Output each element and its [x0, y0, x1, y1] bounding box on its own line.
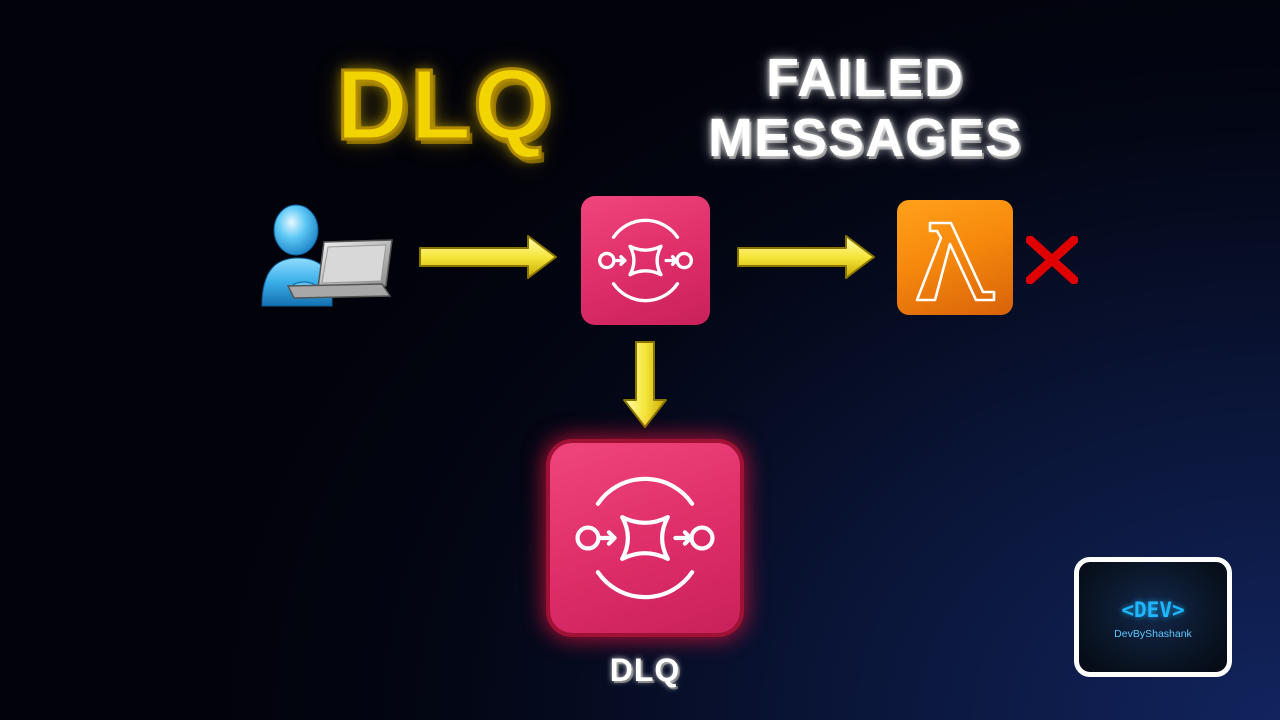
- sqs-queue-node: [581, 196, 710, 325]
- failure-x-icon: [1026, 236, 1078, 284]
- sqs-queue-icon: [575, 476, 715, 600]
- diagram-subtitle: FAILED MESSAGES: [690, 48, 1040, 168]
- diagram-title: DLQ: [334, 49, 554, 162]
- flow-arrow-user-to-queue: [419, 235, 557, 279]
- logo-main-text: <DEV>: [1121, 598, 1185, 622]
- channel-logo: <DEV> DevByShashank: [1074, 557, 1232, 677]
- subtitle-line-2: MESSAGES: [707, 108, 1023, 168]
- flow-arrow-queue-to-dlq: [623, 341, 667, 428]
- sqs-queue-icon: [598, 218, 693, 303]
- dlq-label: DLQ: [609, 652, 681, 688]
- lambda-icon: [915, 221, 996, 302]
- lambda-node: [897, 200, 1013, 315]
- logo-sub-text: DevByShashank: [1114, 628, 1192, 640]
- dlq-queue-node: [550, 443, 740, 633]
- flow-arrow-queue-to-lambda: [737, 235, 875, 279]
- user-with-laptop-icon: [261, 204, 393, 307]
- subtitle-line-1: FAILED: [765, 48, 964, 108]
